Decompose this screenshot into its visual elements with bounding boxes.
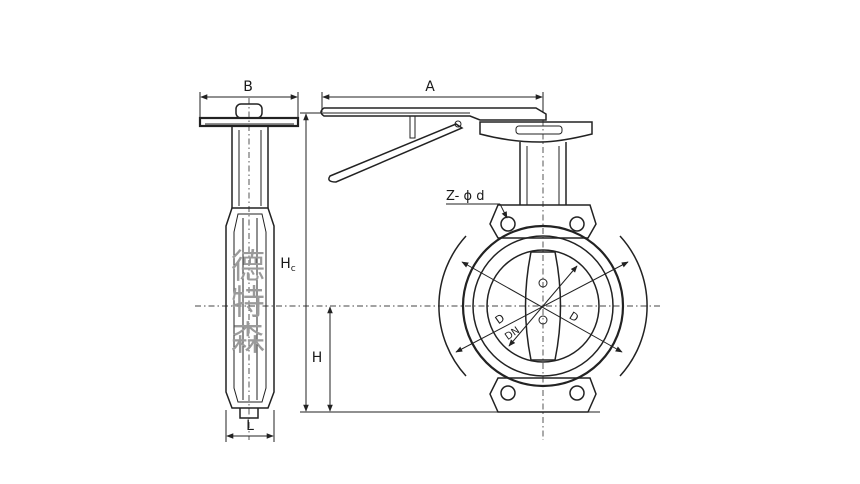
dim-hc-label: Hc [280,256,296,274]
side-view: B L 德 特 森 [198,79,300,442]
dim-hc-subscript: c [291,264,296,274]
flange-arc-right [619,235,648,377]
bottom-lug [489,377,597,413]
dim-dn-line [508,265,578,347]
actuator-head [479,121,593,143]
front-view: A D [320,79,648,440]
dim-b-label: B [243,79,253,95]
watermark-char-2: 特 [231,283,265,323]
bolt-hole-top-right [569,216,585,232]
front-neck [519,142,567,205]
handle-lever [320,107,547,121]
bolt-hole-bottom-right [569,385,585,401]
side-lever-plate [198,116,300,128]
bolt-hole-top-left [500,216,516,232]
dim-h-label: H [312,350,323,366]
side-body [225,207,275,409]
watermark-char-1: 德 [231,247,265,287]
height-dimensions: Hc H [280,112,600,413]
dim-l-label: L [246,418,254,434]
top-lug [489,204,597,239]
watermark-char-3: 森 [231,319,265,359]
flange-arc-left [438,235,467,377]
dim-a-label: A [425,79,435,95]
handle-latch [409,115,416,139]
handle-lever-open [328,123,464,183]
dim-dn-label: DN [503,325,522,343]
dim-d-inner-label: D [493,311,507,327]
dim-z-label: Z- ϕ d [446,189,484,204]
side-neck [231,126,269,208]
bolt-hole-bottom-left [500,385,516,401]
